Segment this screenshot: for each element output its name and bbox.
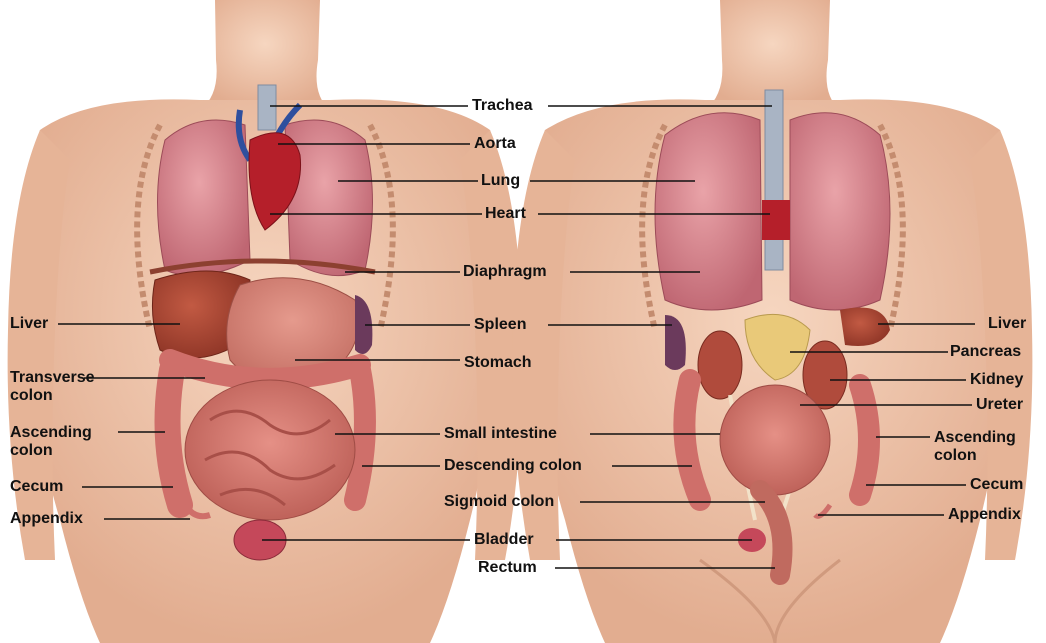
label-heart: Heart	[485, 205, 526, 223]
back-left-kidney	[698, 331, 742, 399]
label-trachea: Trachea	[472, 97, 532, 115]
front-trachea	[258, 85, 276, 130]
label-transverse-colon-2: colon	[10, 387, 53, 405]
label-cecum-front: Cecum	[10, 478, 63, 496]
front-right-lung	[158, 120, 251, 276]
label-pancreas: Pancreas	[950, 343, 1021, 361]
label-kidney: Kidney	[970, 371, 1023, 389]
label-small-intestine: Small intestine	[444, 425, 557, 443]
label-stomach: Stomach	[464, 354, 532, 372]
label-diaphragm: Diaphragm	[463, 263, 547, 281]
label-spleen: Spleen	[474, 316, 526, 334]
label-descending-colon: Descending colon	[444, 457, 582, 475]
label-cecum-back: Cecum	[970, 476, 1023, 494]
label-ascending-colon-front-2: colon	[10, 442, 53, 460]
label-aorta: Aorta	[474, 135, 516, 153]
label-ascending-colon-back-1: Ascending	[934, 429, 1016, 447]
label-rectum: Rectum	[478, 559, 537, 577]
label-ascending-colon-front-1: Ascending	[10, 424, 92, 442]
label-ascending-colon-back-2: colon	[934, 447, 977, 465]
back-ascending-colon	[860, 385, 869, 495]
label-appendix-front: Appendix	[10, 510, 83, 528]
label-liver-back: Liver	[988, 315, 1026, 333]
label-sigmoid-colon: Sigmoid colon	[444, 493, 554, 511]
label-appendix-back: Appendix	[948, 506, 1021, 524]
back-heart	[762, 200, 790, 240]
label-liver-front: Liver	[10, 315, 48, 333]
back-right-lung	[790, 113, 890, 310]
front-organs	[150, 85, 375, 560]
front-descending-colon	[355, 370, 365, 500]
back-spine	[765, 90, 783, 270]
back-left-lung	[655, 113, 762, 310]
label-ureter: Ureter	[976, 396, 1023, 414]
label-bladder: Bladder	[474, 531, 534, 549]
back-small-intestine	[720, 385, 830, 495]
front-small-intestine	[185, 380, 355, 520]
label-transverse-colon-1: Transverse	[10, 369, 95, 387]
front-ascending-colon	[168, 370, 181, 505]
label-lung: Lung	[481, 172, 520, 190]
